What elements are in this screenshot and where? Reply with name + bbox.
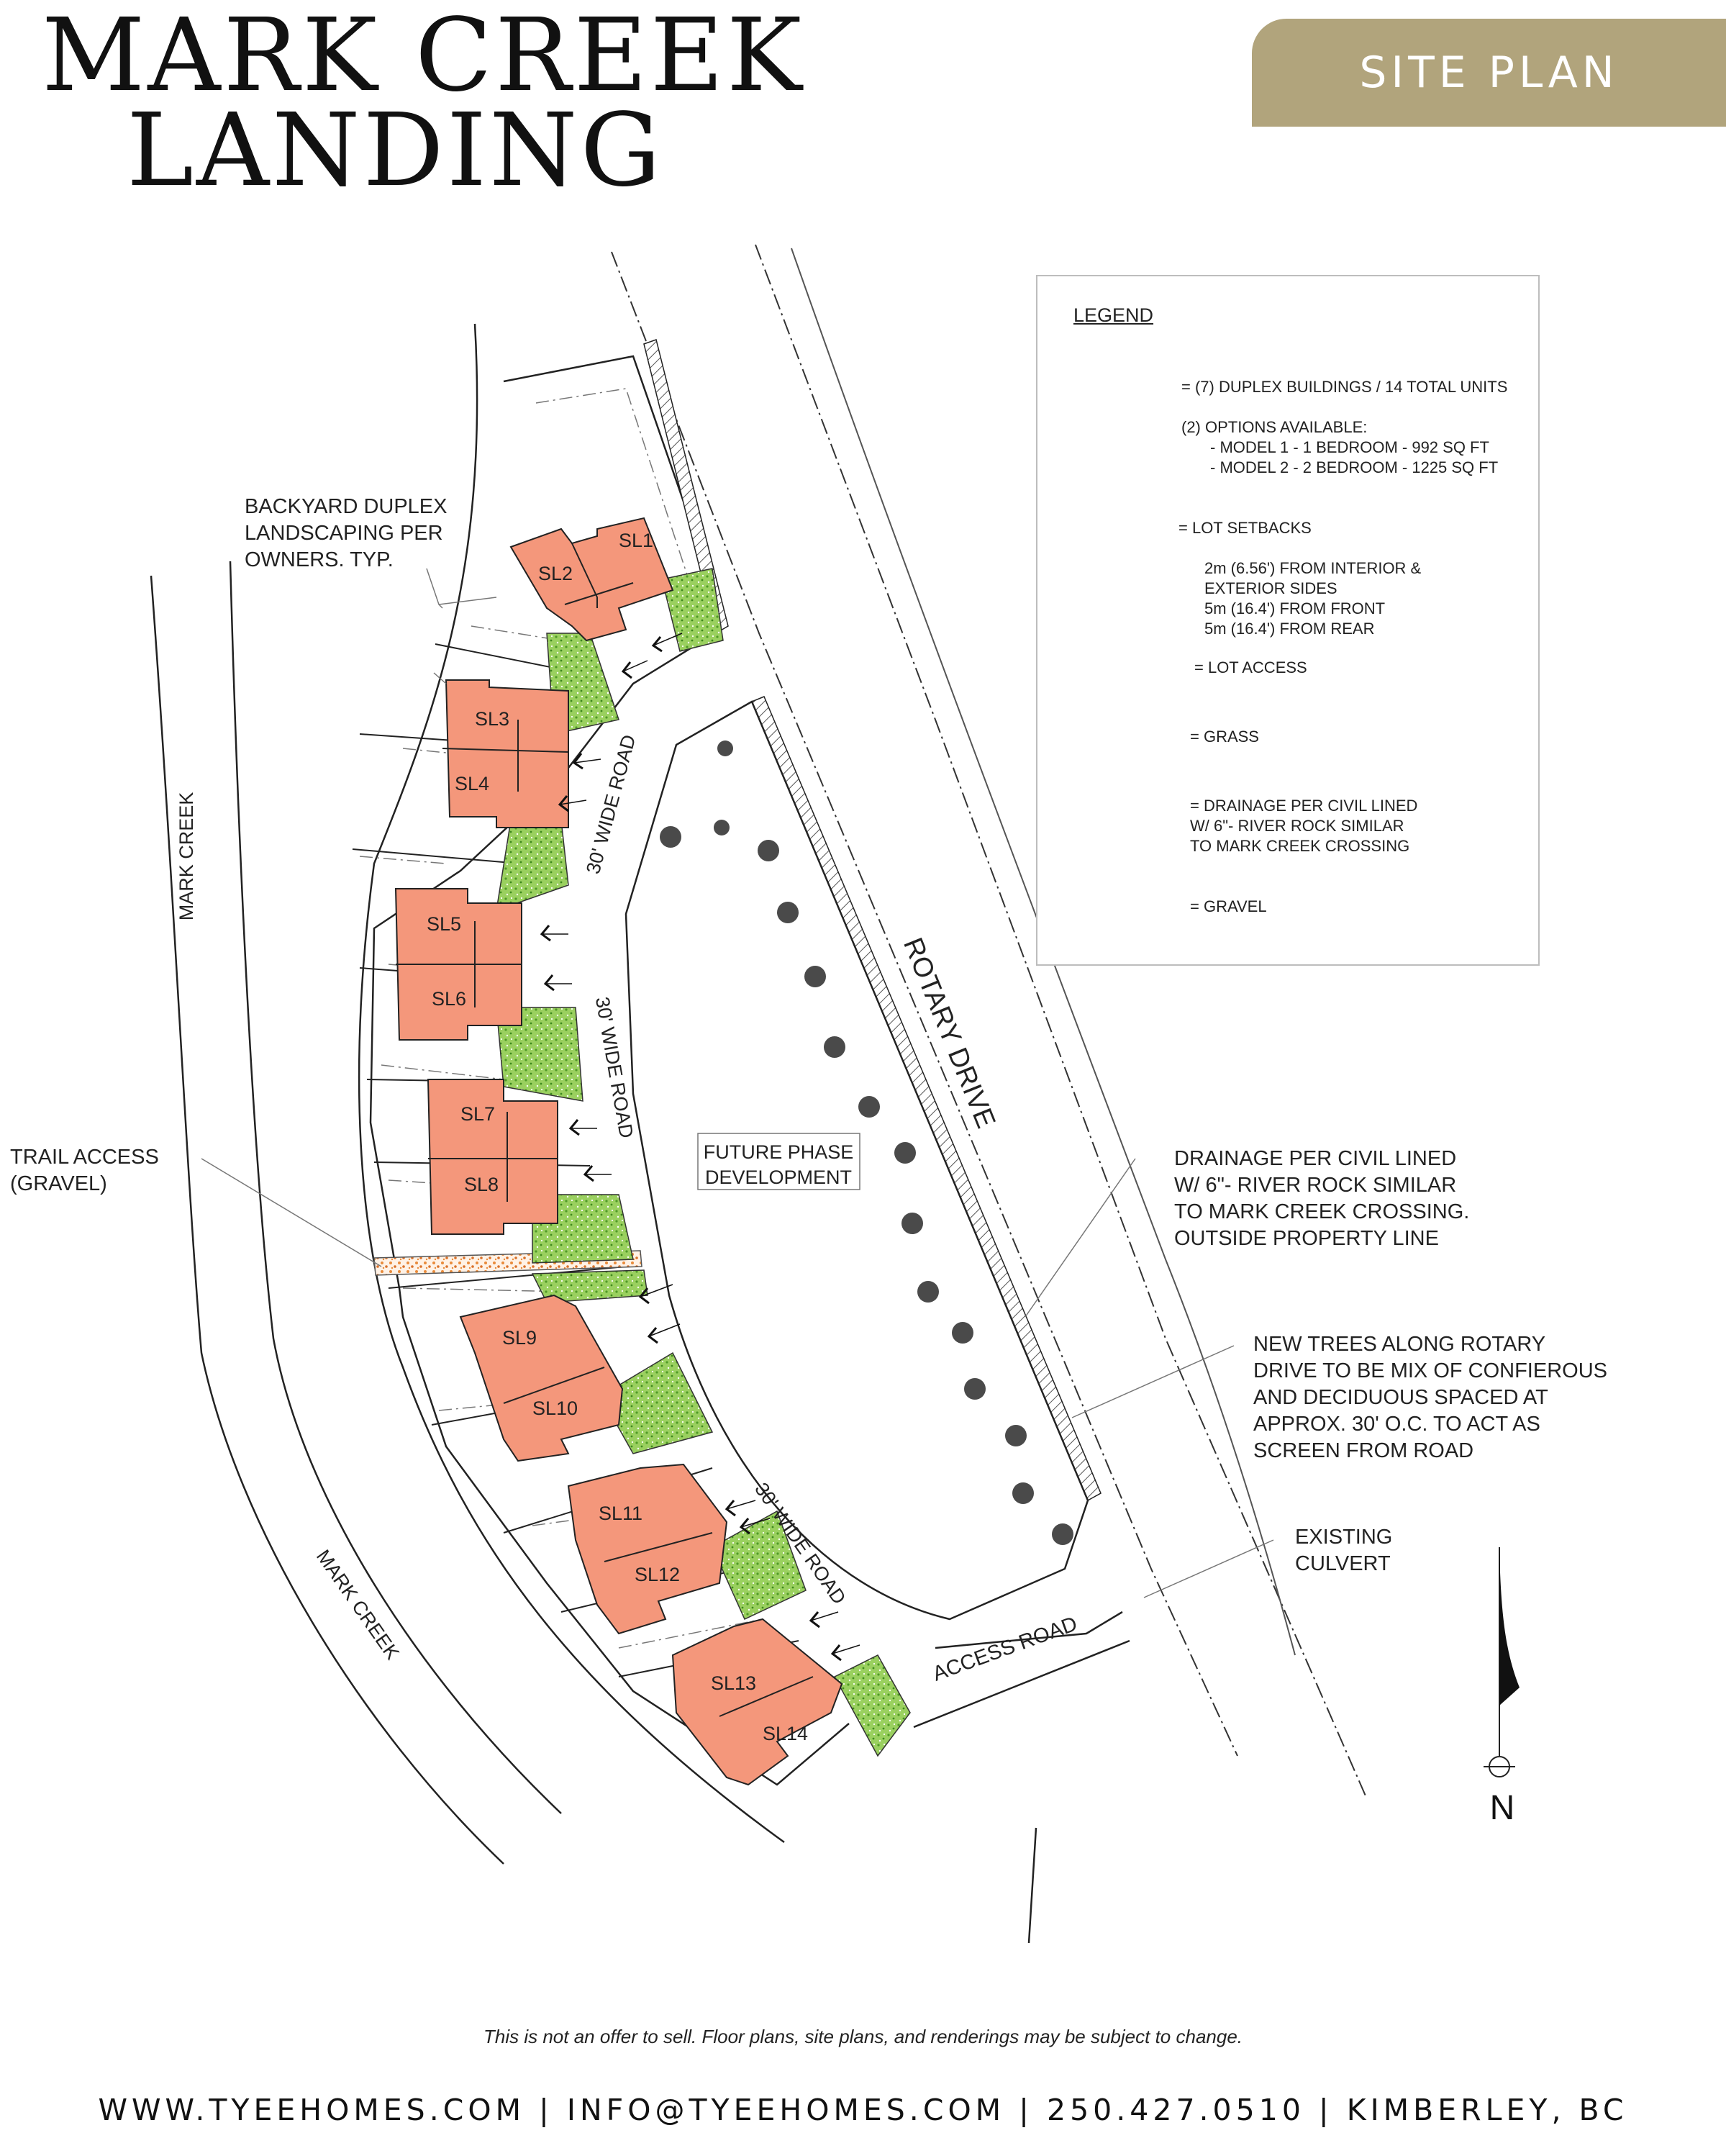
leader-lines (201, 568, 1274, 1598)
lot-label: SL9 (502, 1327, 537, 1349)
drainage-note-line-1: DRAINAGE PER CIVIL LINED (1174, 1147, 1457, 1170)
legend-drainage-3: TO MARK CREEK CROSSING (1190, 837, 1410, 855)
north-arrow-icon (1484, 1547, 1520, 1777)
lot-label: SL8 (464, 1174, 499, 1195)
legend-drainage-1: = DRAINAGE PER CIVIL LINED (1190, 797, 1418, 815)
lot-label: SL14 (763, 1723, 808, 1744)
future-phase-box (697, 1133, 860, 1190)
culvert-note-line-2: CULVERT (1295, 1552, 1391, 1575)
lot-label: SL5 (427, 913, 461, 935)
lot-label: SL7 (460, 1103, 495, 1125)
trees-note-line-4: APPROX. 30' O.C. TO ACT AS (1253, 1413, 1540, 1436)
backyard-note-line-2: LANDSCAPING PER (245, 522, 443, 545)
drainage-note-line-2: W/ 6"- RIVER ROCK SIMILAR (1174, 1174, 1457, 1197)
legend-setback-line-2: EXTERIOR SIDES (1204, 579, 1337, 597)
trees-note-line-3: AND DECIDUOUS SPACED AT (1253, 1386, 1548, 1409)
rotary-drive-edge (791, 248, 1296, 1656)
lot-label: SL12 (635, 1564, 680, 1585)
duplex-sl3-sl4 (442, 679, 569, 828)
grass-areas (496, 568, 911, 1757)
legend-model-2: - MODEL 2 - 2 BEDROOM - 1225 SQ FT (1210, 458, 1499, 476)
duplex-buildings (394, 517, 843, 1786)
legend-lot-access: = LOT ACCESS (1194, 658, 1307, 676)
legend-setbacks: = LOT SETBACKS (1178, 519, 1312, 537)
lot-label: SL6 (432, 988, 466, 1010)
access-road-label: ACCESS ROAD (930, 1612, 1080, 1685)
legend-grass: = GRASS (1190, 728, 1259, 746)
road-label-1: 30' WIDE ROAD (582, 733, 640, 877)
access-road-edge (913, 1639, 1130, 1729)
disclaimer: This is not an offer to sell. Floor plan… (483, 2026, 1243, 2047)
duplex-sl5-sl6 (394, 888, 522, 1041)
trees-note-line-5: SCREEN FROM ROAD (1253, 1439, 1474, 1462)
trail-note-line-1: TRAIL ACCESS (10, 1146, 159, 1169)
lot-label: SL11 (599, 1503, 642, 1524)
lot-access-arrows (540, 633, 860, 1662)
drainage-note-line-3: TO MARK CREEK CROSSING. (1174, 1200, 1470, 1223)
legend-gravel: = GRAVEL (1190, 897, 1267, 915)
future-phase-line-1: FUTURE PHASE (704, 1141, 854, 1163)
lot-label: SL2 (538, 563, 573, 584)
duplex-sl13-sl14 (671, 1618, 843, 1786)
site-plan-badge: SITE PLAN (1252, 19, 1726, 127)
rotary-drive-edges (611, 244, 1368, 1800)
lot-label: SL1 (619, 530, 653, 551)
lot-label: SL4 (455, 773, 489, 794)
backyard-note-line-1: BACKYARD DUPLEX (245, 495, 448, 518)
legend-setback-line-1: 2m (6.56') FROM INTERIOR & (1204, 559, 1422, 577)
duplex-sl9-sl10 (459, 1294, 624, 1462)
legend-model-1: - MODEL 1 - 1 BEDROOM - 992 SQ FT (1210, 438, 1489, 456)
lot-labels: SL1 SL2 SL3 SL4 SL5 SL6 SL7 SL8 SL9 SL10… (427, 530, 808, 1744)
legend-drainage-2: W/ 6"- RIVER ROCK SIMILAR (1190, 817, 1404, 835)
lot-label: SL3 (475, 708, 509, 730)
trees-note-line-1: NEW TREES ALONG ROTARY (1253, 1333, 1546, 1356)
future-phase-parcel (624, 700, 1089, 1621)
drainage-note-line-4: OUTSIDE PROPERTY LINE (1174, 1227, 1439, 1250)
north-label: N (1490, 1789, 1515, 1827)
lot-label: SL10 (532, 1398, 578, 1419)
footer-contact: WWW.TYEEHOMES.COM | INFO@TYEEHOMES.COM |… (98, 2093, 1628, 2127)
backyard-note-line-3: OWNERS. TYP. (245, 548, 394, 571)
duplex-sl7-sl8 (427, 1079, 558, 1235)
mark-creek-label-upper: MARK CREEK (176, 792, 197, 921)
mark-creek-banks (150, 323, 785, 1865)
trees (660, 740, 1073, 1545)
legend-setback-line-3: 5m (16.4') FROM FRONT (1204, 599, 1386, 617)
title-line-2: LANDING (127, 92, 664, 209)
culvert-note-line-1: EXISTING (1295, 1526, 1393, 1549)
rotary-drive-label: ROTARY DRIVE (897, 933, 1001, 1132)
duplex-sl1-sl2 (509, 517, 674, 642)
title-line-1: MARK CREEK (42, 0, 805, 114)
trees-note-line-2: DRIVE TO BE MIX OF CONFIEROUS (1253, 1359, 1607, 1382)
drainage-strip-top (643, 339, 729, 635)
lot-label: SL13 (711, 1672, 756, 1694)
trail-note-line-2: (GRAVEL) (10, 1172, 107, 1195)
legend-duplex: = (7) DUPLEX BUILDINGS / 14 TOTAL UNITS (1181, 378, 1508, 396)
legend-setback-line-4: 5m (16.4') FROM REAR (1204, 620, 1375, 638)
legend-options: (2) OPTIONS AVAILABLE: (1181, 418, 1368, 436)
future-phase-line-2: DEVELOPMENT (705, 1167, 852, 1188)
legend-panel: LEGEND = (7) DUPLEX BUILDINGS / 14 TOTAL… (1036, 275, 1540, 966)
duplex-sl11-sl12 (567, 1463, 728, 1635)
legend-title: LEGEND (1073, 304, 1154, 326)
